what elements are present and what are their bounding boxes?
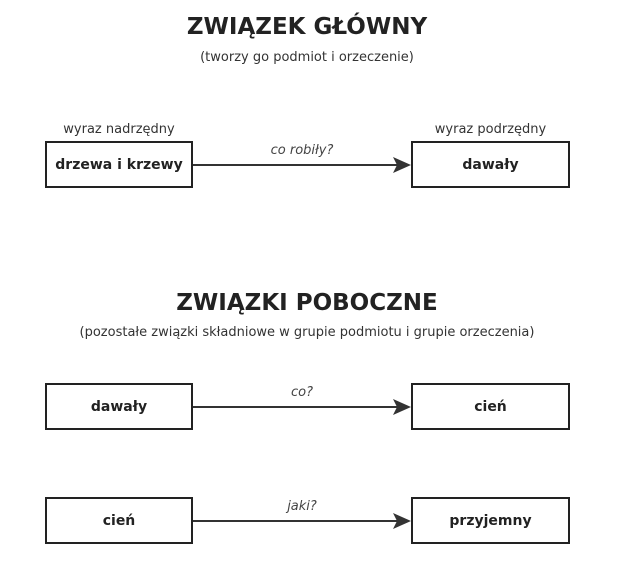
arrow-icon [193,156,411,173]
arrow-icon [193,512,411,529]
secondary-relations-title: ZWIĄZKI POBOCZNE [176,290,438,316]
word-box-subordinate: cień [411,383,570,430]
word-box-superior: drzewa i krzewy [45,141,193,188]
word-box-subordinate: przyjemny [411,497,570,544]
relation-question: jaki? [287,499,317,514]
secondary-relations-subtitle: (pozostałe związki składniowe w grupie p… [79,325,535,340]
relation-question: co? [290,385,313,400]
superior-word-label: wyraz nadrzędny [63,122,175,137]
arrow-icon [193,398,411,415]
word-box-subordinate: dawały [411,141,570,188]
relation-question: co robiły? [270,143,334,158]
main-relation-subtitle: (tworzy go podmiot i orzeczenie) [200,50,414,65]
word-box-superior: cień [45,497,193,544]
word-box-superior: dawały [45,383,193,430]
main-relation-title: ZWIĄZEK GŁÓWNY [186,14,428,40]
subordinate-word-label: wyraz podrzędny [434,122,547,137]
